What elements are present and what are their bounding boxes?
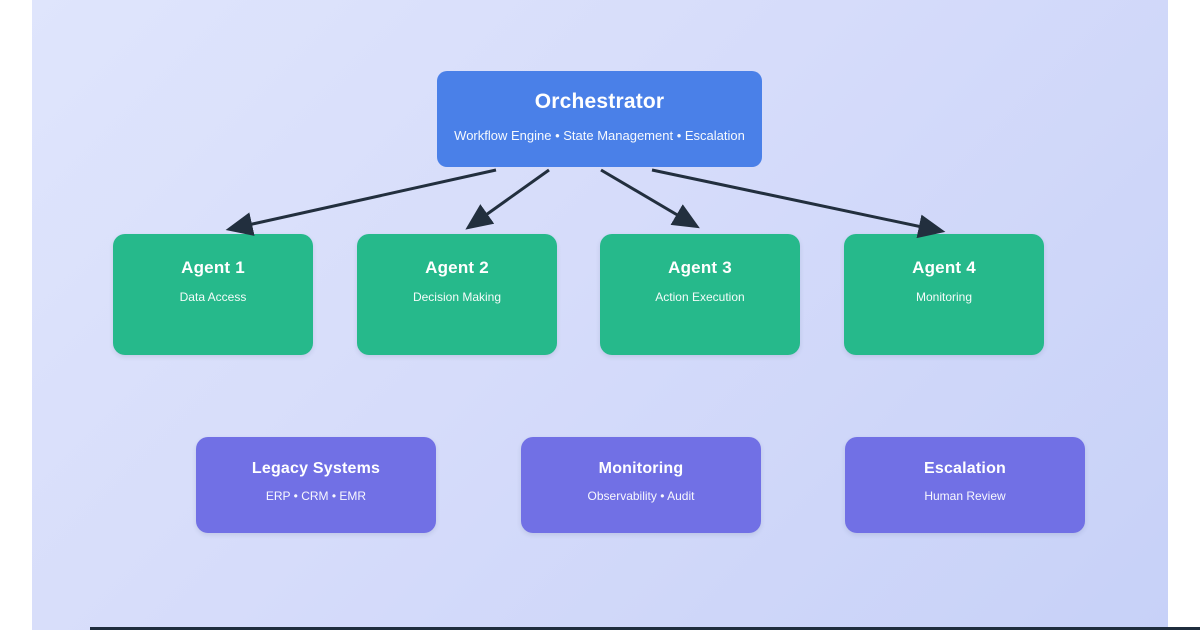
monitoring-title: Monitoring <box>598 460 684 477</box>
agent-2-subtitle: Decision Making <box>412 290 502 304</box>
legacy-systems-title: Legacy Systems <box>251 460 381 477</box>
agent-3-node: Agent 3 Action Execution <box>600 234 800 355</box>
agent-1-title: Agent 1 <box>181 258 245 277</box>
orchestrator-subtitle: Workflow Engine • State Management • Esc… <box>454 128 745 143</box>
diagram-canvas: Orchestrator Workflow Engine • State Man… <box>32 0 1168 630</box>
orchestrator-node: Orchestrator Workflow Engine • State Man… <box>437 71 762 167</box>
monitoring-node: Monitoring Observability • Audit <box>521 437 761 533</box>
escalation-subtitle: Human Review <box>924 489 1006 503</box>
legacy-systems-node: Legacy Systems ERP • CRM • EMR <box>196 437 436 533</box>
bottom-edge-bar <box>90 627 1200 630</box>
agent-4-title: Agent 4 <box>912 258 976 277</box>
agent-3-subtitle: Action Execution <box>655 290 745 304</box>
agent-3-title: Agent 3 <box>668 258 732 277</box>
agent-1-node: Agent 1 Data Access <box>113 234 313 355</box>
legacy-systems-subtitle: ERP • CRM • EMR <box>265 489 367 503</box>
escalation-title: Escalation <box>923 460 1007 477</box>
agent-2-node: Agent 2 Decision Making <box>357 234 557 355</box>
agent-4-subtitle: Monitoring <box>915 290 973 304</box>
agent-2-title: Agent 2 <box>425 258 489 277</box>
orchestrator-title: Orchestrator <box>534 90 665 113</box>
monitoring-subtitle: Observability • Audit <box>587 489 695 503</box>
agent-4-node: Agent 4 Monitoring <box>844 234 1044 355</box>
agent-1-subtitle: Data Access <box>179 290 247 304</box>
escalation-node: Escalation Human Review <box>845 437 1085 533</box>
